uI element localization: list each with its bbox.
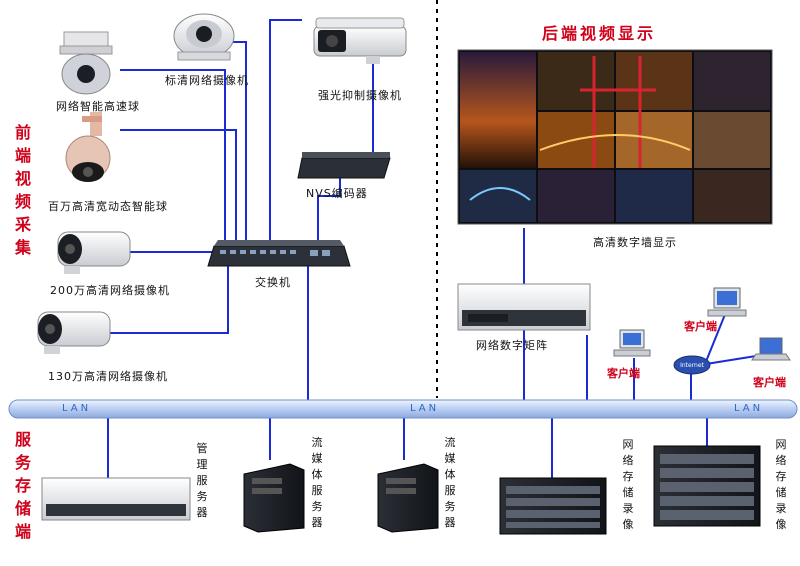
label-streaming-server-1: 流媒体服务器	[311, 436, 323, 529]
label-matrix: 网络数字矩阵	[476, 339, 548, 352]
label-streaming-server-2: 流媒体服务器	[444, 436, 456, 529]
label-camera-1-3m: 130万高清网络摄像机	[48, 370, 168, 383]
network-switch	[207, 240, 351, 267]
label-nvr-1: 网络存储录像	[622, 438, 634, 531]
camera-2m	[57, 231, 131, 274]
link-nvs-switch	[317, 178, 341, 245]
streaming-server-1	[243, 463, 305, 533]
section-service-storage: 服务存储端	[14, 430, 31, 541]
label-camera-2m: 200万高清网络摄像机	[50, 284, 170, 297]
label-nvr-2: 网络存储录像	[775, 438, 787, 531]
link-wdr-dome	[120, 129, 237, 245]
camera-1-3m	[37, 311, 111, 354]
streaming-server-2	[377, 463, 439, 533]
client-pc-2	[707, 287, 747, 317]
label-video-wall: 高清数字墙显示	[593, 236, 677, 249]
lan-label-1: LAN	[62, 403, 92, 414]
link-camera-1-3m	[107, 266, 229, 334]
label-wdr-dome: 百万高清宽动态智能球	[48, 200, 168, 213]
nvr-storage-2	[653, 445, 761, 527]
label-speed-dome: 网络智能高速球	[56, 100, 140, 113]
label-client-2: 客户端	[684, 320, 717, 333]
section-backend-video-display: 后端视频显示	[542, 24, 657, 43]
internet-cloud: Internet	[673, 355, 711, 375]
section-front-video-capture: 前端视频采集	[14, 123, 31, 257]
video-wall	[457, 49, 773, 225]
speed-dome-camera	[59, 31, 113, 95]
wdr-dome-camera	[65, 112, 111, 182]
lan-bus	[8, 399, 798, 419]
client-pc-1	[613, 329, 651, 357]
label-client-1: 客户端	[607, 367, 640, 380]
label-strong-light-camera: 强光抑制摄像机	[318, 89, 402, 102]
nvr-storage-1	[499, 477, 607, 535]
nvs-encoder	[297, 152, 391, 179]
strong-light-camera	[313, 17, 407, 64]
label-sd-camera: 标清网络摄像机	[165, 74, 249, 87]
label-client-3: 客户端	[753, 376, 786, 389]
link-internet-client2	[704, 311, 727, 365]
network-matrix	[457, 283, 591, 331]
sd-camera	[173, 13, 235, 61]
internet-label: Internet	[680, 362, 704, 369]
client-laptop-3	[751, 337, 791, 361]
label-management-server: 管理服务器	[196, 442, 208, 519]
link-internet-client3	[705, 355, 757, 365]
link-speed-dome	[120, 69, 226, 245]
lan-label-2: LAN	[410, 403, 440, 414]
link-switch-top	[269, 19, 302, 245]
management-server	[41, 477, 191, 521]
label-nvs-encoder: NVS编码器	[306, 187, 368, 200]
lan-label-3: LAN	[734, 403, 764, 414]
label-switch: 交换机	[255, 276, 291, 289]
